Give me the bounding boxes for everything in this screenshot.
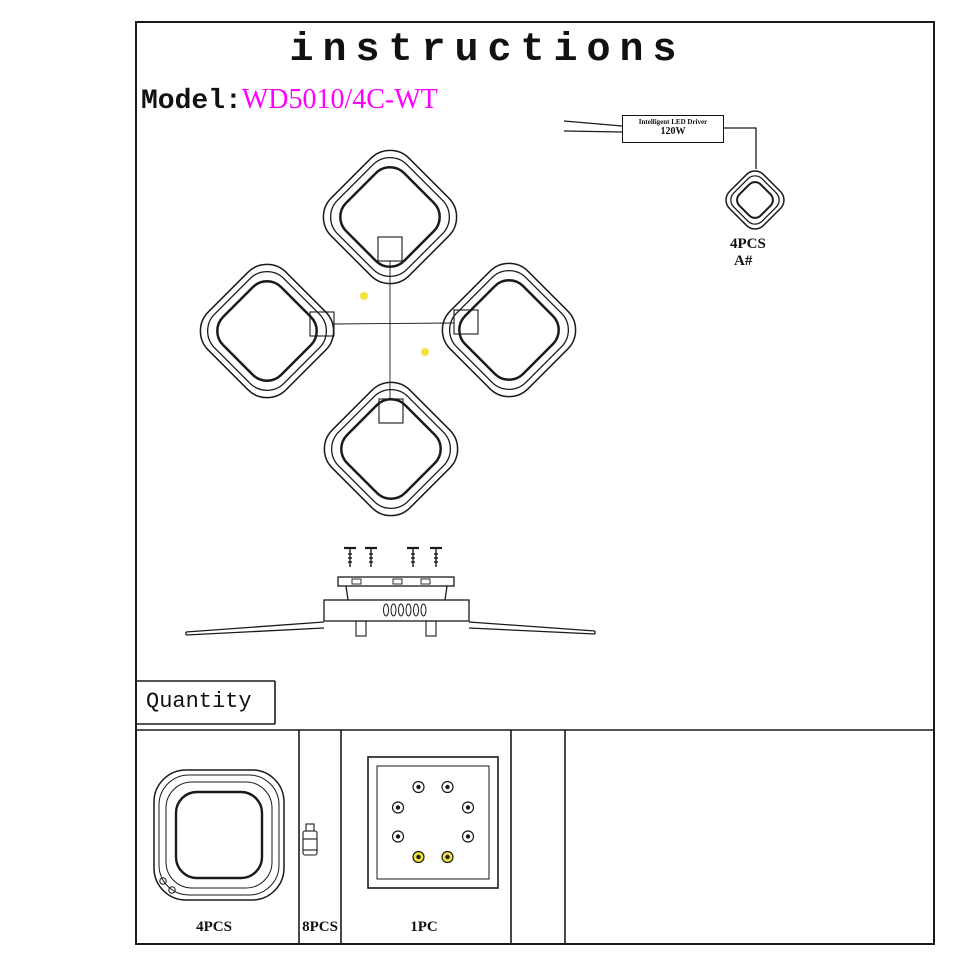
led-dot: [360, 292, 368, 300]
led-dot: [421, 348, 429, 356]
screw-qty-label: 8PCS: [302, 919, 338, 935]
ring-item-drawing: [153, 769, 285, 901]
plate-qty-label: 1PC: [410, 919, 438, 935]
a-ring-qty-label: 4PCS: [730, 236, 766, 252]
model-number: WD5010/4C-WT: [241, 84, 438, 115]
quantity-header: Quantity: [146, 689, 252, 714]
led-driver-box: Intelligent LED Driver 120W: [622, 115, 724, 143]
model-label: Model:: [141, 86, 242, 117]
a-ring-code-label: A#: [734, 253, 753, 269]
model-line: Model:WD5010/4C-WT: [141, 84, 438, 117]
driver-name-label: Intelligent LED Driver: [638, 118, 708, 126]
screw-item-drawing: [302, 823, 318, 856]
plate-item-drawing: [367, 756, 499, 889]
mount-side-view-drawing: [185, 546, 596, 637]
main-fixture-drawing: [199, 149, 577, 517]
driver-wires: [563, 120, 757, 169]
a-ring-drawing: [725, 170, 785, 230]
table-grid: [136, 680, 934, 944]
page-frame: [135, 21, 935, 945]
ring-qty-label: 4PCS: [196, 919, 232, 935]
driver-power-label: 120W: [660, 126, 686, 138]
page-title: instructions: [289, 28, 686, 73]
